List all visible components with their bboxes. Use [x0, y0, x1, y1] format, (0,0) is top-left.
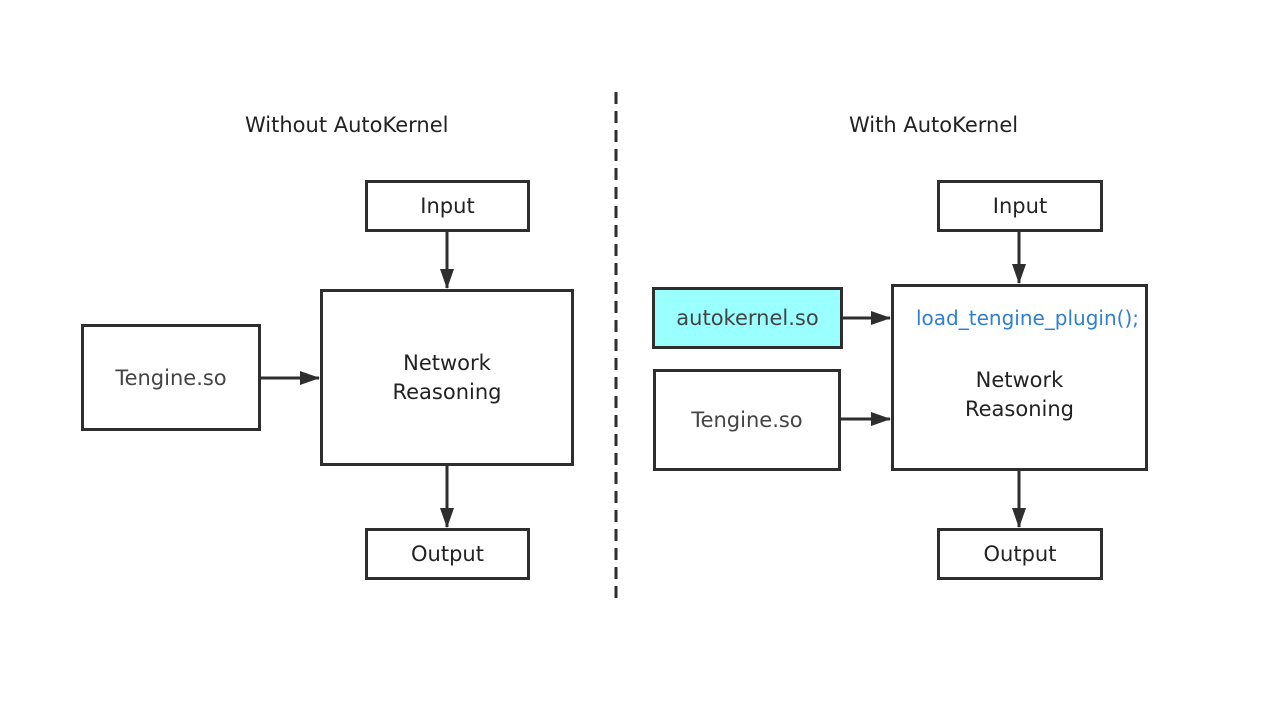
- left-input-label: Input: [420, 194, 475, 218]
- left-input-box: Input: [365, 180, 530, 232]
- left-output-label: Output: [411, 542, 484, 566]
- right-input-box: Input: [937, 180, 1103, 232]
- left-network-line2: Reasoning: [392, 379, 502, 404]
- left-library-box: Tengine.so: [81, 324, 261, 431]
- right-network-box: Network Reasoning: [891, 284, 1148, 471]
- right-panel-title: With AutoKernel: [849, 113, 1019, 137]
- right-input-label: Input: [992, 194, 1048, 218]
- right-output-box: Output: [937, 528, 1103, 580]
- right-library-label: Tengine.so: [691, 408, 803, 432]
- left-output-box: Output: [365, 528, 530, 580]
- right-network-line1: Network: [975, 367, 1064, 392]
- left-network-box: Network Reasoning: [320, 289, 574, 466]
- left-library-label: Tengine.so: [115, 365, 227, 390]
- left-network-label: Network Reasoning: [392, 349, 501, 407]
- right-network-label: Network Reasoning: [965, 366, 1074, 424]
- autokernel-box: autokernel.so: [652, 287, 843, 349]
- right-network-line2: Reasoning: [964, 396, 1074, 421]
- right-library-box: Tengine.so: [653, 369, 841, 471]
- plugin-call-text: load_tengine_plugin();: [916, 306, 1139, 330]
- left-panel-title: Without AutoKernel: [245, 113, 449, 137]
- left-network-line1: Network: [403, 350, 491, 375]
- autokernel-label: autokernel.so: [676, 306, 819, 330]
- right-output-label: Output: [983, 542, 1057, 566]
